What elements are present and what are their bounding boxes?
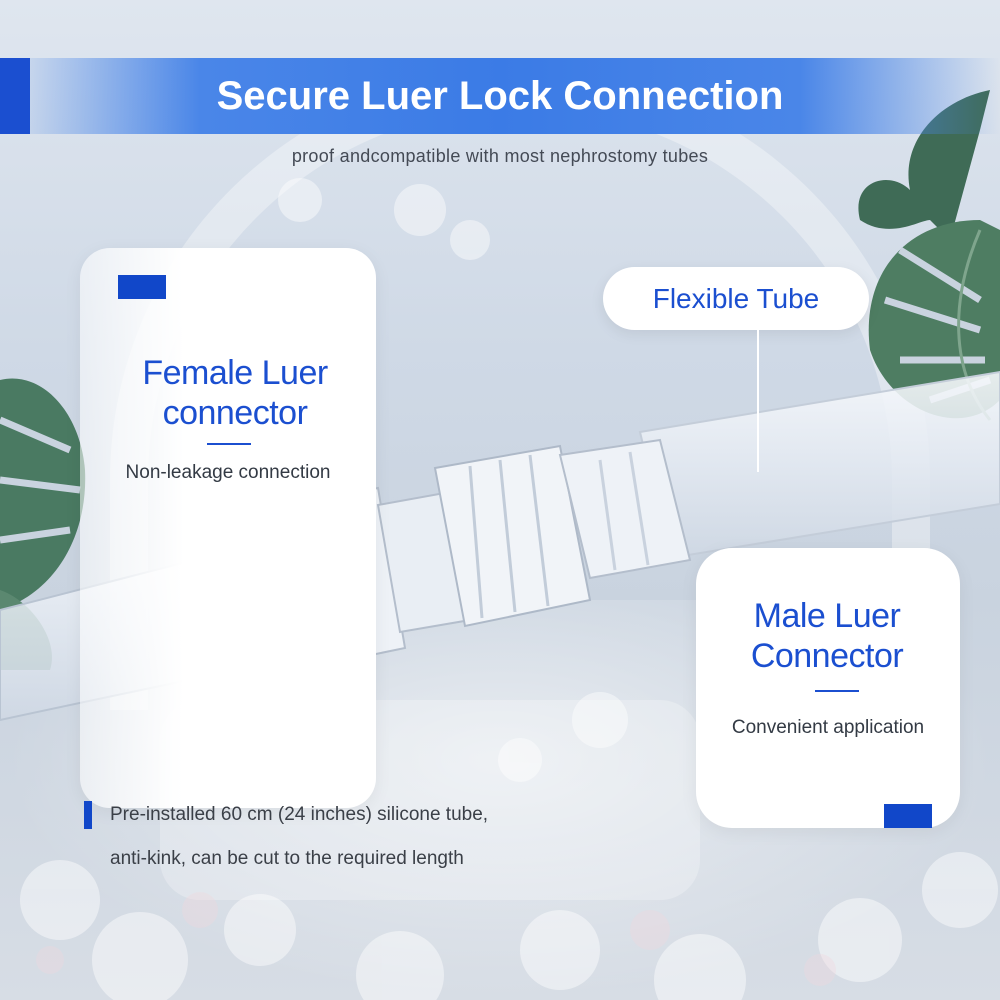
title-banner xyxy=(0,58,1000,134)
description-line-1: Pre-installed 60 cm (24 inches) silicone… xyxy=(110,804,489,825)
flexible-tube-pill xyxy=(603,267,869,330)
page-subtitle: proof andcompatible with most nephrostom… xyxy=(291,146,709,166)
male-heading-rule xyxy=(815,690,859,692)
female-heading-rule xyxy=(207,443,251,445)
female-heading-line2: connector xyxy=(162,394,308,432)
female-heading-line1: Female Luer xyxy=(142,354,328,392)
female-connector-note: Non-leakage connection xyxy=(125,462,331,483)
male-connector-heading: Male Luer Connector xyxy=(718,596,936,676)
male-connector-note: Convenient application xyxy=(731,717,925,738)
title-accent xyxy=(0,58,30,134)
card-accent-square xyxy=(884,804,932,828)
card-accent-square xyxy=(118,275,166,299)
description-line-2: anti-kink, can be cut to the required le… xyxy=(110,848,464,869)
male-connector-card xyxy=(696,548,960,828)
flexible-tube-leader-line xyxy=(757,330,759,472)
female-connector-card xyxy=(80,248,376,808)
page-title: Secure Luer Lock Connection xyxy=(216,74,784,118)
flexible-tube-label: Flexible Tube xyxy=(652,283,820,314)
male-heading-line1: Male Luer xyxy=(753,597,901,635)
male-heading-line2: Connector xyxy=(750,637,904,675)
description-bullet xyxy=(84,801,92,829)
female-connector-heading: Female Luer connector xyxy=(110,353,360,433)
